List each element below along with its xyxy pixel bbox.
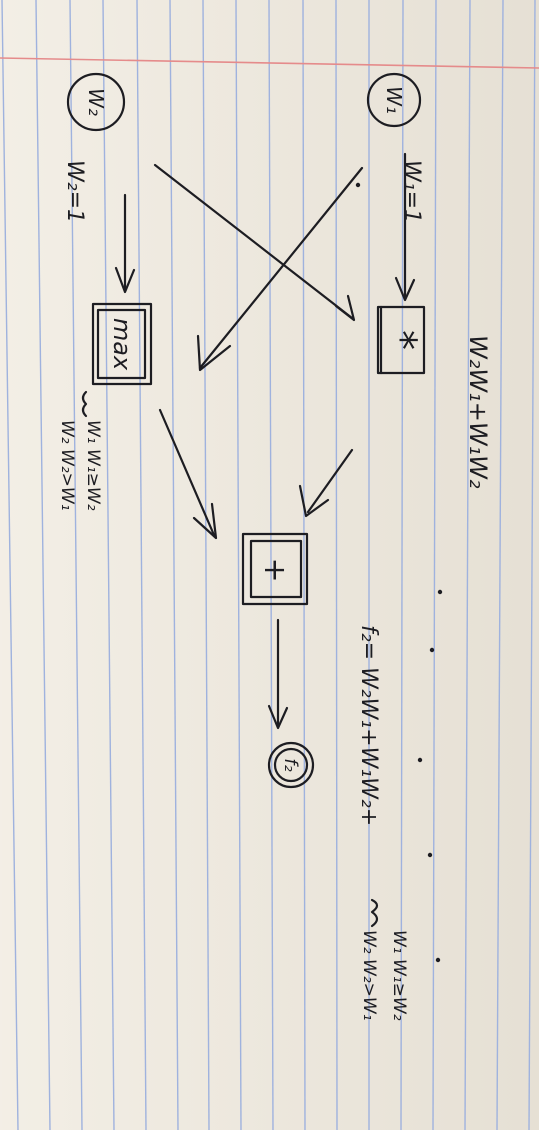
node-multiply-label: *	[378, 330, 424, 350]
arrow-w2-to-mul	[153, 163, 356, 322]
arrow-w2-to-max	[114, 193, 136, 294]
ink-dot	[429, 647, 435, 653]
node-w1: W₁	[366, 72, 422, 128]
node-w2: W₂	[66, 72, 126, 132]
node-max: max	[91, 302, 153, 386]
arrow-max-to-add	[158, 408, 218, 540]
title-expression: W₂W₁+W₁W₂	[464, 335, 492, 489]
margin-line	[0, 57, 539, 69]
arrow-w1-to-max	[196, 166, 364, 372]
max-case-2: W₂ W₂>W₁	[57, 420, 77, 511]
ink-dot	[435, 957, 441, 963]
max-case-1: W₁ W₁≥W₂	[83, 420, 103, 511]
edge-label-w2-value: W₂=1	[62, 160, 87, 223]
ink-dot	[417, 757, 423, 763]
node-add-label: +	[257, 557, 292, 582]
ink-dot	[437, 589, 443, 595]
node-add: +	[241, 532, 309, 606]
node-multiply: *	[376, 305, 426, 375]
arrow-add-to-output	[267, 618, 289, 730]
ink-dot	[355, 182, 361, 188]
node-output: f₂	[267, 741, 315, 789]
result-formula: f₂= W₂W₁+W₁W₂+	[356, 625, 381, 826]
node-output-label: f₂	[280, 758, 301, 772]
max-case-note: W₁ W₁≥W₂ W₂ W₂>W₁	[57, 390, 103, 511]
node-max-label: max	[108, 318, 136, 371]
arrow-mul-to-add	[298, 448, 354, 518]
result-case-1: W₁ W₁≥W₂	[389, 930, 409, 1021]
node-w2-label: W₂	[84, 88, 108, 116]
result-case-2: W₂ W₂>W₁	[359, 930, 379, 1021]
result-case-note: W₁ W₁≥W₂ W₂ W₂>W₁	[359, 898, 409, 1021]
edge-label-w1-value: W₁=1	[399, 160, 424, 223]
node-w1-label: W₁	[382, 86, 406, 114]
arrow-w1-to-mul	[394, 152, 416, 302]
ink-dot	[427, 852, 433, 858]
